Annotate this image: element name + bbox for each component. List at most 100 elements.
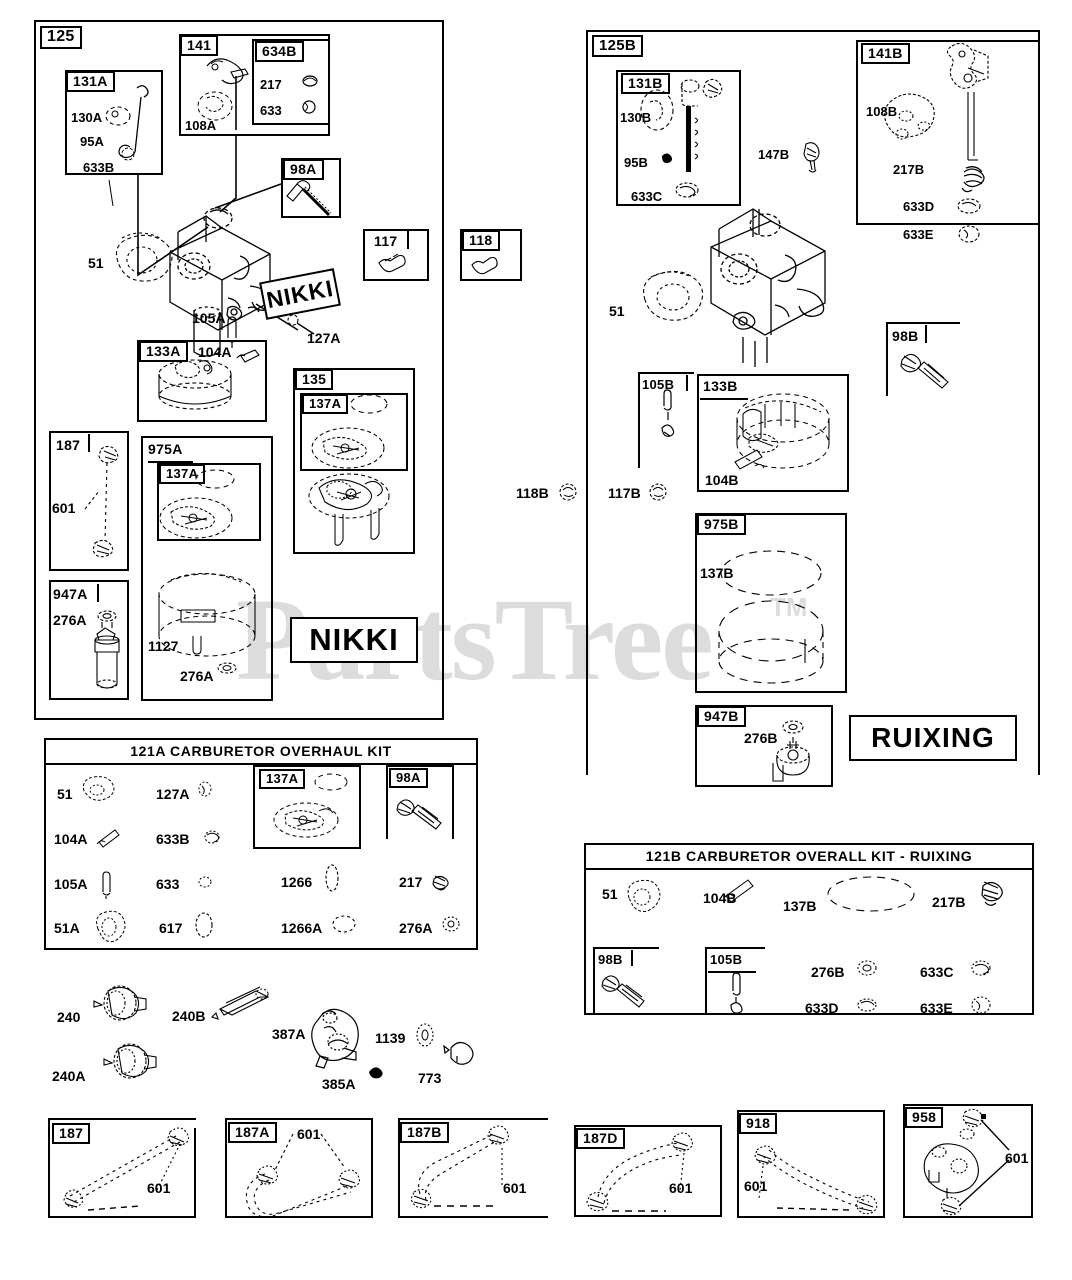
panel-125-right-rule [442,20,444,720]
box-137A-in-975A [157,463,261,541]
kit121B-98B-ref: 98B [598,952,623,967]
leader-131A [137,175,209,277]
kit121B-98B-art [601,975,645,1008]
kit121B-105B-box-left [705,947,707,1015]
art-135 [308,394,390,546]
callout-1139: 1139 [375,1030,406,1046]
kit121A-276A-label: 276A [399,920,433,936]
ref-137A-in-975A: 137A [159,464,206,484]
panel-125B-top-rule [586,30,1040,32]
art-117 [378,253,406,273]
ref-634B: 634B [255,41,304,62]
art-947A [94,610,120,689]
art-947B [772,720,810,782]
callout-240B: 240B [172,1008,206,1024]
box-105B-top [638,372,694,374]
hosebox-187-ref: 187 [52,1123,91,1144]
ref-141: 141 [180,35,219,56]
kit121A-617-label: 617 [159,920,183,936]
ref-98B-panel: 98B [892,328,919,344]
hosebox-187B-left [398,1118,400,1218]
kit121B-633D-art [857,998,877,1012]
kit121A-633-label: 633 [156,876,180,892]
art-975A [158,469,256,674]
panel-125-bottom-rule [34,718,444,720]
art-240A [103,1043,157,1079]
art-105B-panel [661,389,675,437]
hosebox-187A-ref: 187A [228,1122,277,1143]
box-117 [363,229,429,281]
ref-187-left-divider [88,434,90,452]
ref-187-left: 187 [56,437,81,453]
hosebox-187A-art [245,1133,360,1218]
callout-127A: 127A [307,330,341,346]
callout-633B: 633B [83,160,115,175]
hosebox-918-ref: 918 [739,1113,778,1134]
ref-975A-underline [148,461,193,463]
kit121A-127A-label: 127A [156,786,190,802]
hosebox-918 [737,1110,885,1218]
ref-131A: 131A [66,71,115,92]
kit121A-217-label: 217 [399,874,423,890]
hosebox-187B-bottom [398,1216,548,1218]
nikki-logo-shadow [296,661,416,663]
callout-240A: 240A [52,1068,86,1084]
hosebox-187D [574,1125,722,1217]
box-98B-top [886,322,960,324]
kit121A-51A-art [96,910,126,943]
callout-51-right: 51 [609,303,625,319]
kit121B-633D-label: 633D [805,1000,839,1016]
callout-601-left: 601 [52,500,76,516]
callout-147B: 147B [758,147,790,162]
art-carburetor-ruixing [643,208,826,367]
callout-1127: 1127 [148,638,179,654]
art-385A [369,1067,383,1079]
box-137A-in-135 [300,393,408,471]
hosebox-958-ref: 958 [905,1107,944,1128]
ref-125: 125 [40,26,82,49]
kit121A-51-art [83,776,115,801]
callout-633: 633 [260,103,282,118]
callout-240: 240 [57,1009,81,1025]
callout-276B-panel: 276B [744,730,778,746]
callout-276A-975A: 276A [180,668,214,684]
box-187-left [49,431,129,571]
ref-98B-divider [925,325,927,343]
art-118 [471,256,498,275]
kit121A-633-art [198,876,212,888]
kit121A-137A-ref: 137A [259,769,306,789]
kit121A-137A-box-top [253,765,361,767]
hosebox-187-top [48,1118,196,1120]
kit-121B [584,843,1034,1015]
kit-121B-title: 121B CARBURETOR OVERALL KIT - RUIXING [584,844,1034,870]
kit121A-98A-ref: 98A [389,768,428,788]
kit121A-1266A-label: 1266A [281,920,323,936]
box-947B [695,705,833,787]
art-131A [105,85,149,207]
callout-118B: 118B [516,485,549,501]
hosebox-187-left [48,1118,50,1218]
kit121B-217B-label: 217B [932,894,966,910]
kit121A-1266A-art [332,915,356,933]
ref-947B: 947B [697,706,746,727]
kit121A-51A-label: 51A [54,920,80,936]
art-98A [286,180,332,217]
kit121B-105B-art [730,972,743,1014]
ref-135: 135 [295,369,334,390]
callout-104A: 104A [198,344,232,360]
art-240B [210,986,270,1020]
box-131B [616,70,741,206]
kit121B-105B-underline [708,971,756,973]
art-187-left [84,445,119,558]
kit121B-105B-ref: 105B [710,952,743,967]
kit121A-617-art [195,912,213,938]
kit121B-633C-art [971,960,991,976]
hosebox-187B-ref: 187B [400,1122,449,1143]
box-634B [252,39,330,125]
art-133A [158,349,260,410]
ref-133B: 133B [703,378,738,394]
ruixing-logo: RUIXING [849,715,1017,761]
kit121B-217B-art [981,881,1003,906]
kit121A-137A-box-right [359,765,361,849]
hosebox-187B-top [398,1118,548,1120]
